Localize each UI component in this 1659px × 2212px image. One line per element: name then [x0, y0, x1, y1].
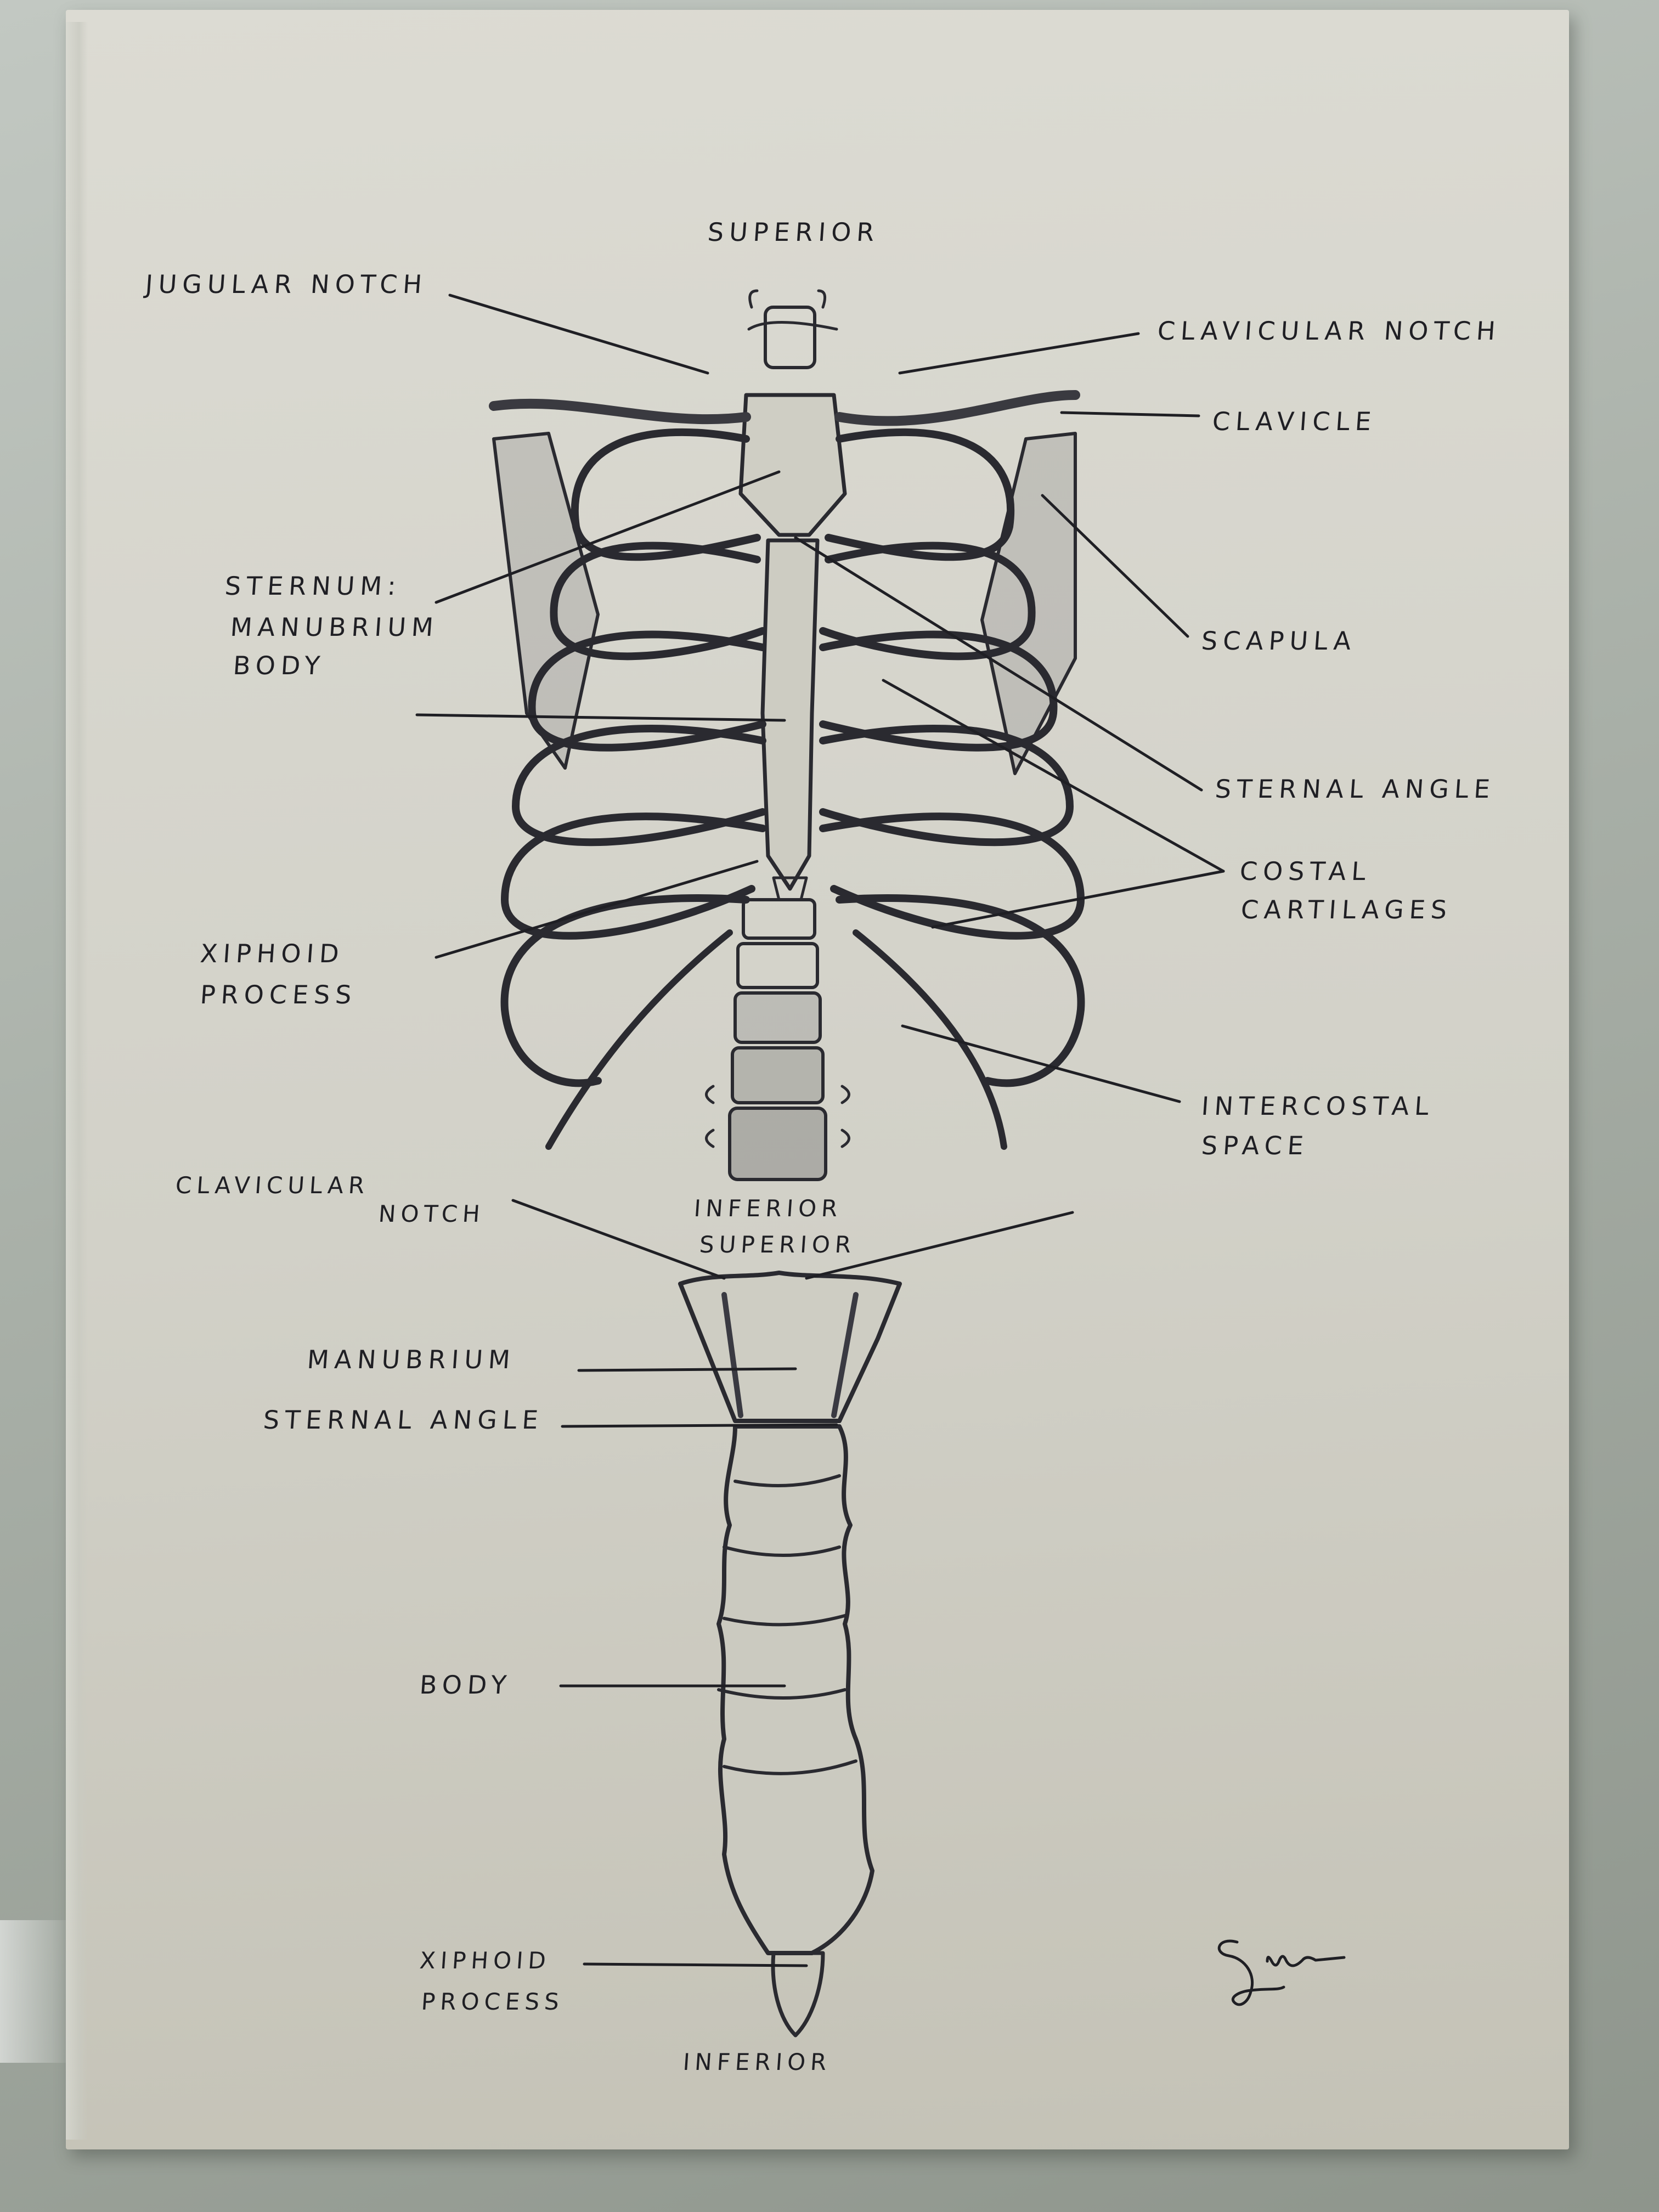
label-clavicular-notch: CLAVICULAR NOTCH	[1156, 316, 1502, 346]
label-costal-cartilages-line2: CARTILAGES	[1240, 895, 1454, 924]
label-intercostal-space-line1: INTERCOSTAL	[1200, 1091, 1435, 1121]
label-sternum-body: BODY	[232, 651, 326, 680]
leader-scapula	[1041, 494, 1189, 638]
leader-clavicle	[1060, 411, 1200, 417]
signature-icon	[1217, 1939, 1346, 2006]
orientation-inferior-middle: INFERIOR	[693, 1195, 844, 1222]
leader-costal-cartilages-upper	[882, 679, 1225, 873]
leader-jugular-notch	[448, 294, 709, 375]
label-scapula: SCAPULA	[1200, 626, 1358, 656]
leader-clavicular-notch	[898, 332, 1140, 375]
label-body: BODY	[419, 1670, 513, 1700]
sternum-detail-illustration	[678, 1271, 902, 2038]
label-sternal-angle: STERNAL ANGLE	[1214, 774, 1497, 804]
leader-clavicular-notch-left	[511, 1199, 726, 1280]
label-xiphoid-process-line2: PROCESS	[199, 980, 358, 1009]
leader-sternum-manubrium	[435, 470, 781, 604]
label-clavicle: CLAVICLE	[1211, 407, 1378, 436]
label-manubrium: MANUBRIUM	[306, 1345, 517, 1374]
leader-sternal-angle-detail	[561, 1423, 838, 1428]
orientation-inferior-bottom: INFERIOR	[682, 2049, 833, 2075]
label-clavicular-notch-detail-line1: CLAVICULAR	[174, 1172, 370, 1199]
leader-manubrium	[577, 1367, 797, 1372]
leader-clavicular-notch-right	[805, 1211, 1074, 1280]
label-sternum-heading: STERNUM:	[224, 571, 403, 601]
paper-deckle-edge	[66, 22, 88, 2140]
label-clavicular-notch-detail-line2: NOTCH	[377, 1200, 486, 1227]
leader-lines	[415, 294, 1225, 1967]
leader-intercostal-space	[901, 1024, 1181, 1103]
label-sternal-angle-detail: STERNAL ANGLE	[262, 1405, 545, 1435]
orientation-superior-top: SUPERIOR	[707, 217, 881, 247]
leader-sternal-angle	[794, 536, 1203, 792]
label-xiphoid-detail-line2: PROCESS	[420, 1988, 565, 2015]
leader-sternum-body	[415, 713, 786, 722]
light-reflection	[0, 1920, 77, 2063]
leader-xiphoid-process	[435, 860, 759, 959]
label-xiphoid-process-line1: XIPHOID	[199, 939, 346, 968]
label-jugular-notch: JUGULAR NOTCH	[144, 269, 428, 299]
label-xiphoid-detail-line1: XIPHOID	[419, 1947, 552, 1974]
label-intercostal-space-line2: SPACE	[1200, 1131, 1310, 1160]
thoracic-cage-illustration	[489, 289, 1085, 1181]
label-sternum-manubrium: MANUBRIUM	[229, 612, 440, 642]
label-costal-cartilages-line1: COSTAL	[1239, 856, 1373, 886]
leader-xiphoid-detail	[583, 1962, 808, 1967]
leader-costal-cartilages-lower	[931, 870, 1225, 929]
orientation-superior-sternum: SUPERIOR	[698, 1231, 857, 1258]
